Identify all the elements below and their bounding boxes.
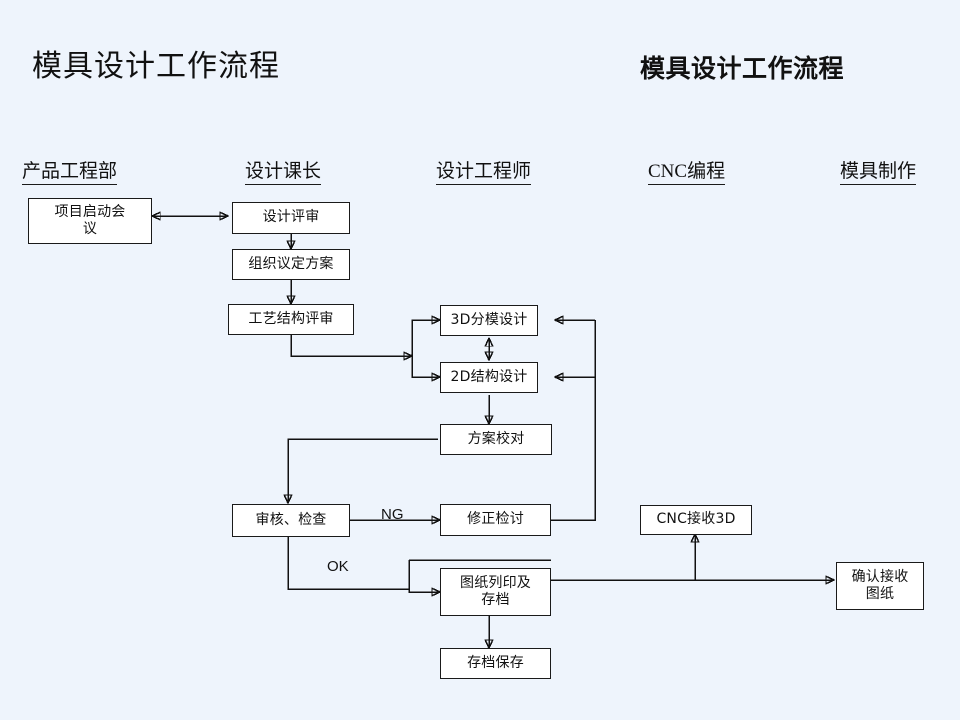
node-label-wrap: 图纸列印及 存档	[460, 575, 531, 609]
column-header-design-chief: 设计课长	[245, 161, 322, 185]
node-design-review[interactable]: 设计评审	[232, 202, 350, 234]
column-header-product-engineering: 产品工程部	[22, 161, 118, 185]
node-cnc-receive-3d[interactable]: CNC接收3D	[640, 505, 752, 535]
page-title-right: 模具设计工作流程	[640, 54, 845, 83]
node-organize-plan[interactable]: 组织议定方案	[232, 249, 350, 280]
column-header-mold-making: 模具制作	[840, 161, 917, 185]
node-label-line2: 议	[82, 221, 98, 237]
edge-label-ng: NG	[381, 506, 404, 523]
node-label-line1: 项目启动会	[54, 203, 126, 220]
page-title-left: 模具设计工作流程	[32, 49, 280, 84]
node-label-line2: 图纸	[865, 586, 895, 602]
edge-junction-to-2d-path	[411, 356, 438, 378]
node-label: 审核、检查	[255, 511, 327, 528]
node-project-kickoff[interactable]: 项目启动会 议	[28, 198, 152, 244]
node-label-wrap: 项目启动会 议	[55, 204, 126, 238]
node-label-line1: 确认接收	[851, 568, 909, 585]
column-header-cnc-programming: CNC编程	[648, 161, 726, 185]
node-plan-check[interactable]: 方案校对	[440, 424, 552, 455]
node-label: 工艺结构评审	[248, 310, 334, 327]
node-revise-review[interactable]: 修正检讨	[440, 504, 551, 536]
node-audit-inspect[interactable]: 审核、检查	[232, 504, 350, 537]
node-label: 3D分模设计	[450, 311, 528, 328]
node-label: 组织议定方案	[248, 255, 334, 272]
edge-junction-to-3d-path	[411, 319, 438, 356]
node-label-wrap: 确认接收 图纸	[852, 569, 909, 603]
node-label: 方案校对	[467, 430, 525, 447]
edge-plancheck-audit-path	[287, 438, 438, 500]
node-print-archive[interactable]: 图纸列印及 存档	[440, 568, 551, 616]
node-confirm-receive[interactable]: 确认接收 图纸	[836, 562, 924, 610]
edge-processstructure-junction	[290, 334, 395, 357]
node-label: 2D结构设计	[450, 368, 528, 385]
node-label-line1: 图纸列印及	[460, 574, 531, 591]
node-archive-store[interactable]: 存档保存	[440, 648, 551, 679]
node-structure-2d[interactable]: 2D结构设计	[440, 362, 538, 393]
node-label: 存档保存	[467, 654, 524, 671]
node-label: 设计评审	[262, 209, 320, 226]
node-label-line2: 存档	[481, 592, 510, 608]
node-split-3d[interactable]: 3D分模设计	[440, 305, 538, 336]
edge-ok-vertical	[408, 560, 440, 593]
edge-revise-feedback-path	[551, 320, 596, 521]
edge-label-ok: OK	[327, 558, 349, 575]
column-header-design-engineer: 设计工程师	[436, 161, 532, 185]
node-label: CNC接收3D	[656, 511, 736, 528]
node-process-structure[interactable]: 工艺结构评审	[228, 304, 354, 335]
node-label: 修正检讨	[467, 511, 524, 528]
